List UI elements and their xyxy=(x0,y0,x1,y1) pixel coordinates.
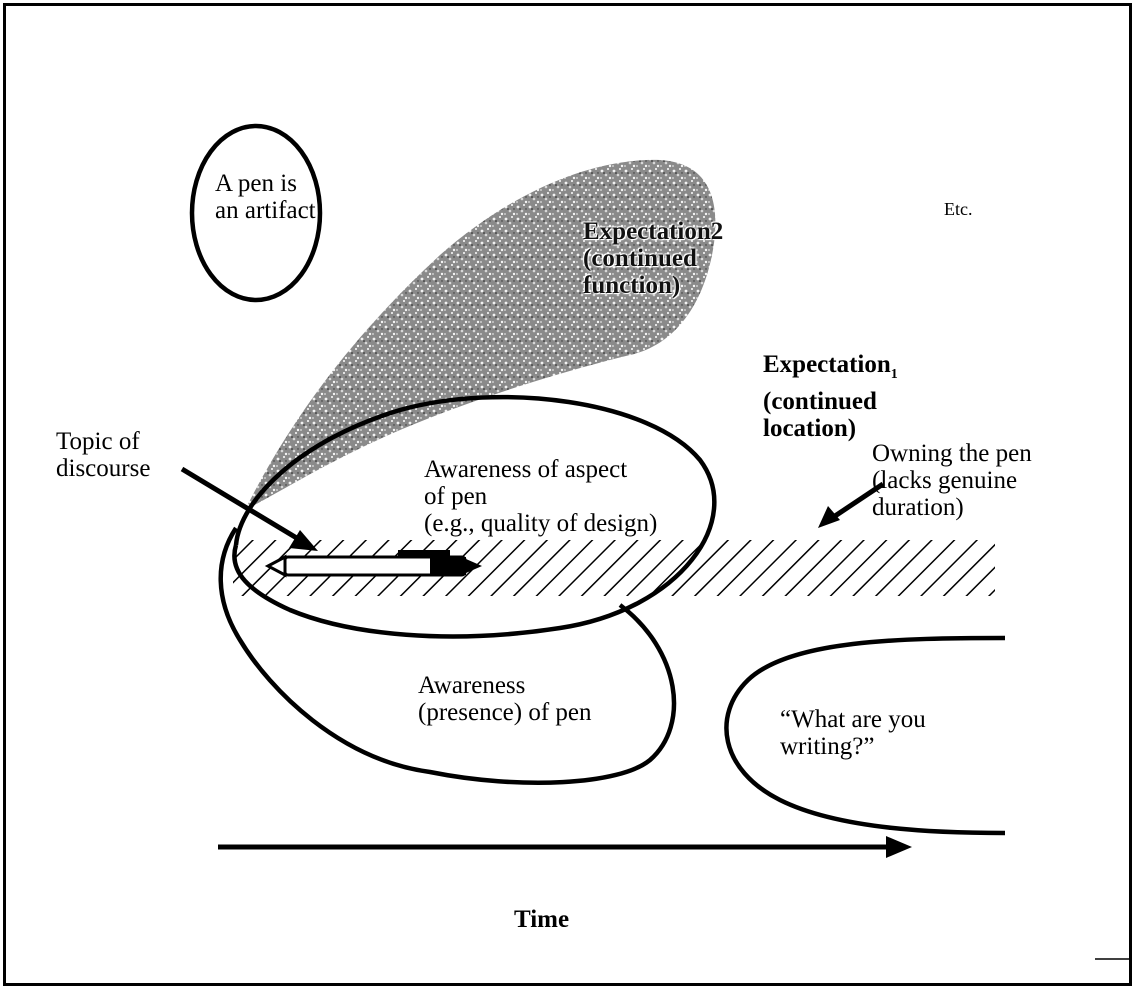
label-what-writing: “What are you writing?” xyxy=(780,706,926,760)
topic-arrow xyxy=(182,469,318,551)
time-arrow xyxy=(218,836,912,858)
label-pen-artifact: A pen is an artifact xyxy=(215,170,316,224)
label-awareness-presence: Awareness (presence) of pen xyxy=(418,672,592,726)
label-awareness-aspect: Awareness of aspect of pen (e.g., qualit… xyxy=(424,456,657,537)
label-topic: Topic of discourse xyxy=(56,428,150,482)
label-etc: Etc. xyxy=(944,199,973,219)
label-expectation1-rest: (continued location) xyxy=(763,388,898,442)
label-owning: Owning the pen (lacks genuine duration) xyxy=(872,440,1032,521)
label-expectation1-sub: 1 xyxy=(891,367,898,382)
label-expectation2: Expectation2 (continued function) xyxy=(583,218,723,299)
label-time: Time xyxy=(514,906,569,933)
label-expectation1-word: Expectation xyxy=(763,351,891,378)
